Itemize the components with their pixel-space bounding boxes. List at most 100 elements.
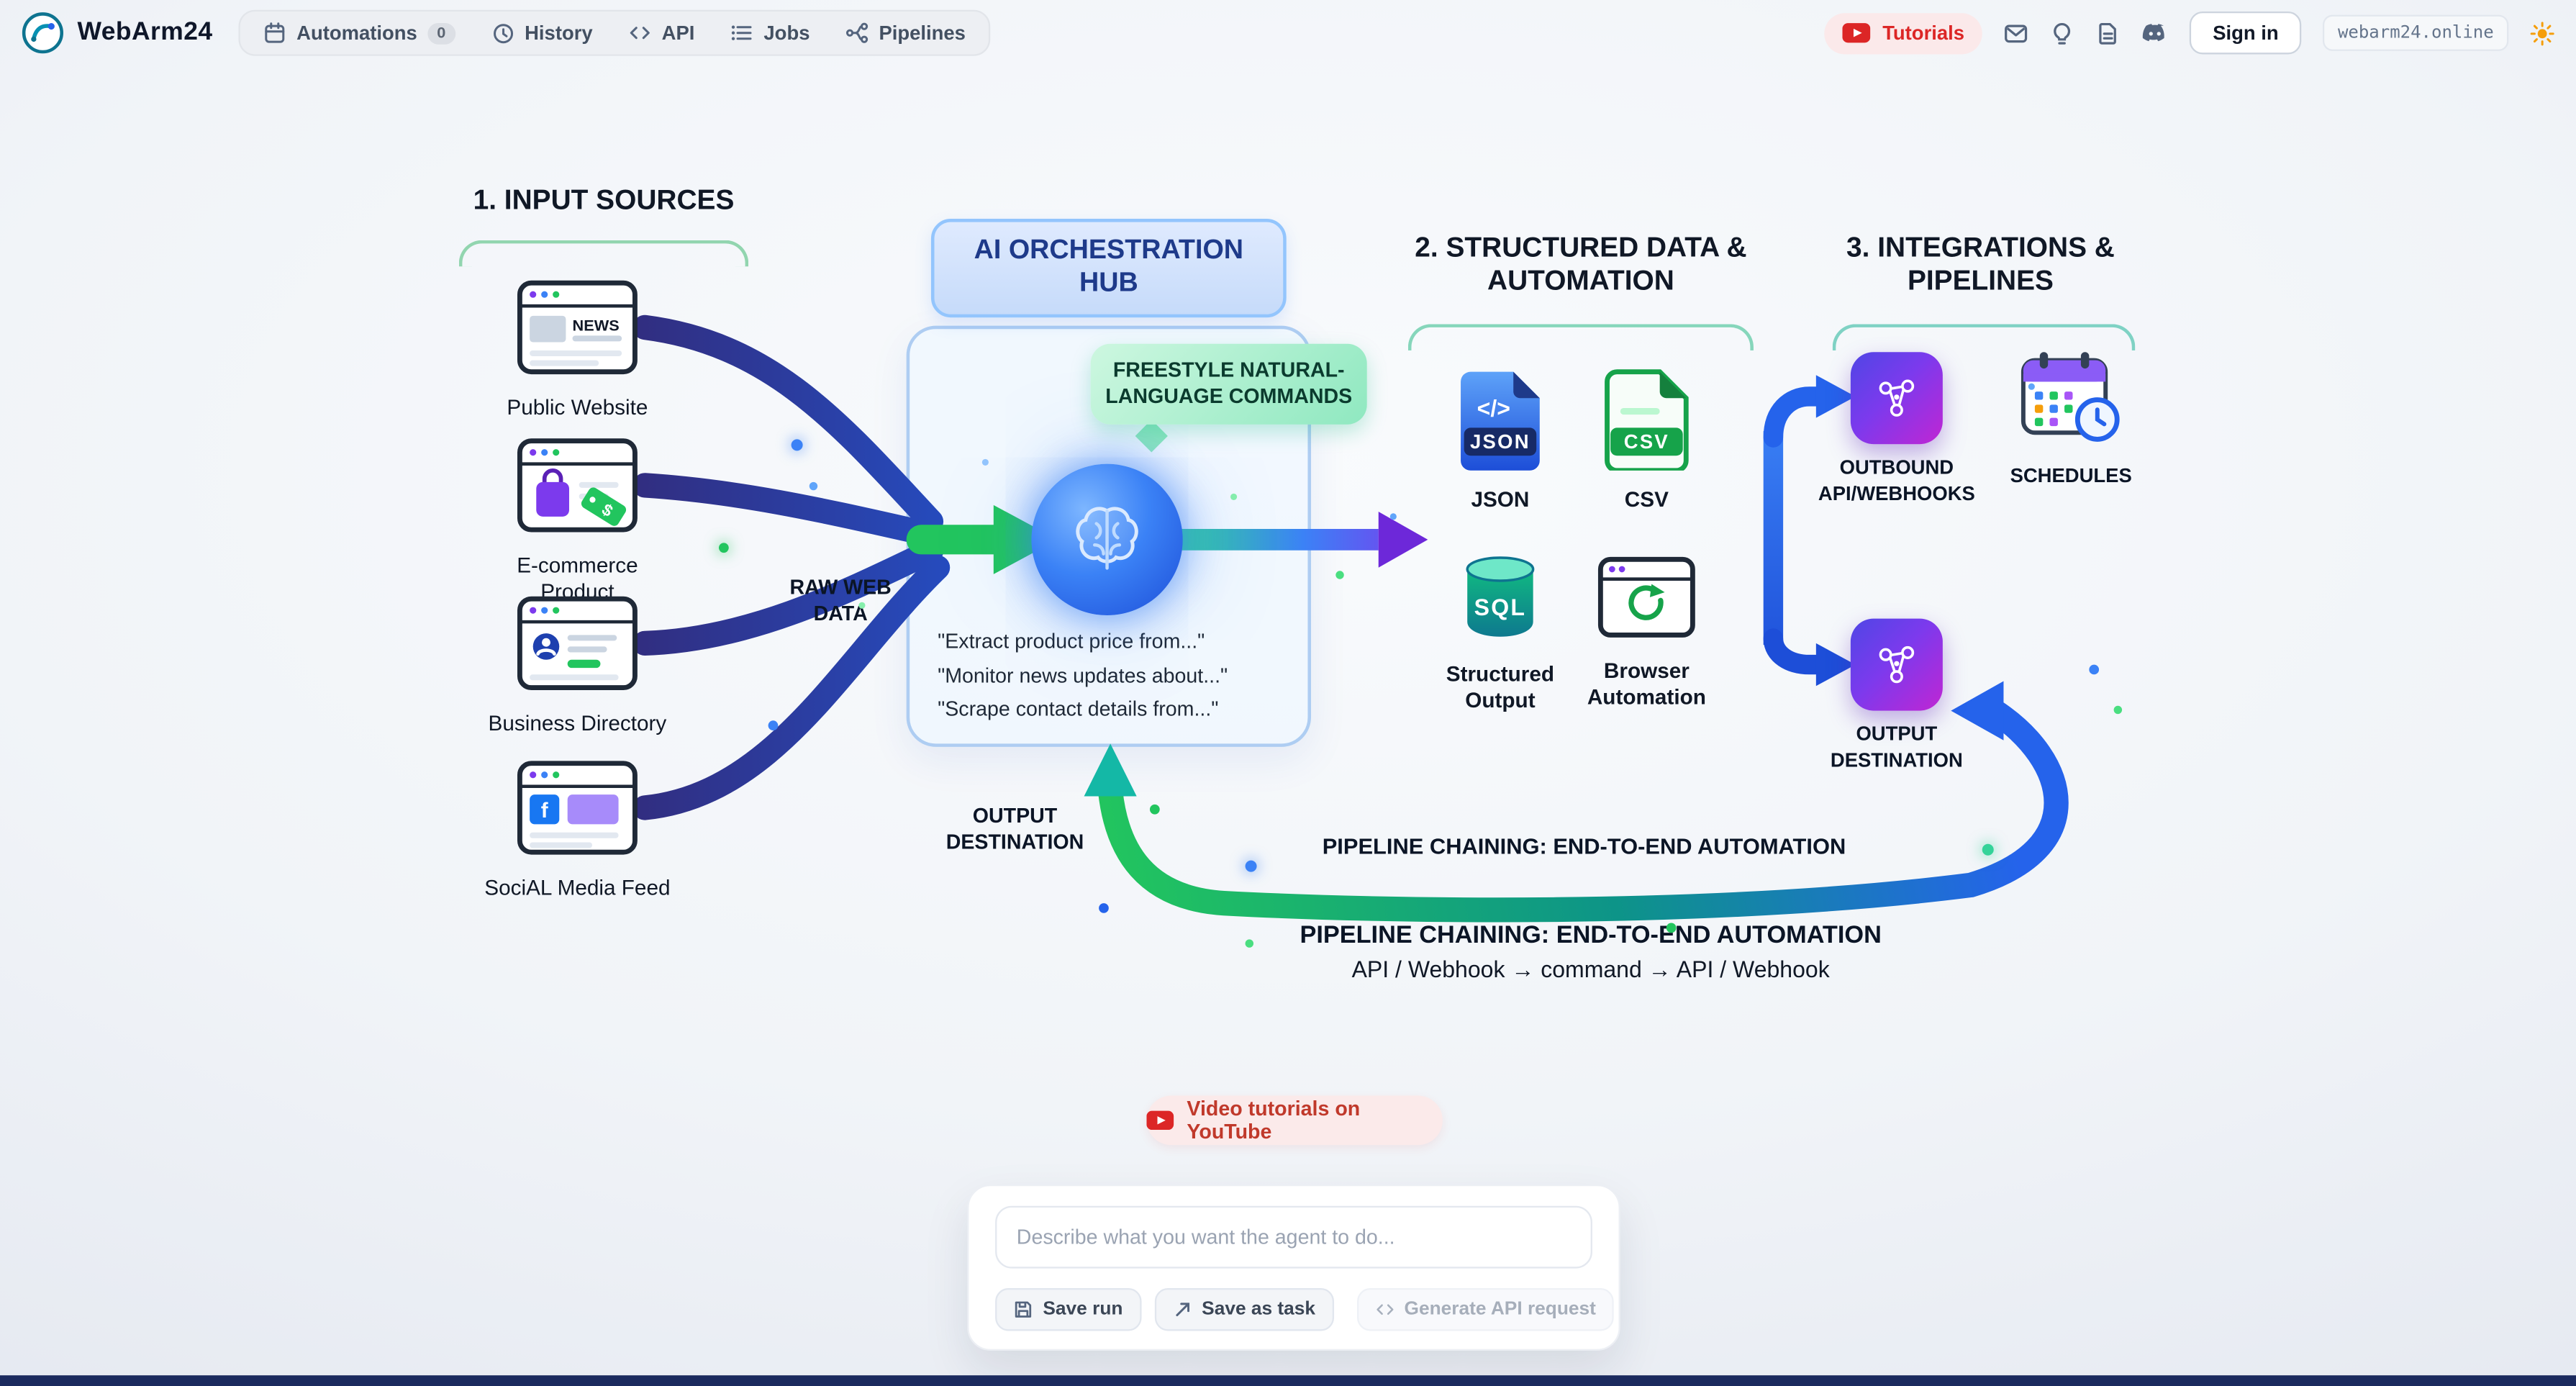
pipeline-arrow-label: PIPELINE CHAINING: END-TO-END AUTOMATION [1322, 834, 1846, 859]
source-business-directory: Business Directory [477, 596, 678, 737]
json-file-icon: </> JSON [1461, 371, 1540, 471]
structured-browser-automation: Browser Automation [1581, 556, 1713, 712]
document-icon[interactable] [2096, 21, 2121, 45]
decor-dot [1245, 860, 1257, 872]
nav-item-automations[interactable]: Automations 0 [248, 13, 472, 53]
discord-icon[interactable] [2142, 22, 2169, 44]
decor-dot [2028, 383, 2035, 390]
nav-item-api[interactable]: API [612, 13, 711, 53]
decor-dot [719, 543, 729, 553]
tutorials-label: Tutorials [1882, 21, 1964, 45]
pipeline-chaining-caption: PIPELINE CHAINING: END-TO-END AUTOMATION… [1179, 921, 2002, 982]
nav-label: API [661, 21, 695, 45]
agent-composer: Save run Save as task Generate API reque… [967, 1184, 1620, 1351]
structured-sql: SQL Structured Output [1434, 553, 1566, 715]
source-social-media: f SociAL Media Feed [477, 760, 678, 901]
mail-icon[interactable] [2004, 21, 2028, 45]
nav-item-jobs[interactable]: Jobs [715, 13, 826, 53]
csv-file-icon: CSV [1605, 369, 1689, 471]
integrations-title: 3. INTEGRATIONS & PIPELINES [1846, 232, 2115, 296]
calendar-clock-icon [2021, 352, 2120, 442]
sql-database-icon: SQL [1466, 556, 1535, 637]
network-node-icon [1850, 618, 1943, 711]
brand[interactable]: WebArm24 [22, 12, 213, 54]
nav-item-history[interactable]: History [476, 13, 609, 53]
tutorials-button[interactable]: Tutorials [1825, 12, 1983, 54]
decor-dot [1666, 923, 1677, 933]
footer-strip [0, 1375, 2576, 1386]
main-nav: Automations 0 History API Jobs Pipelines [239, 9, 991, 56]
topbar: WebArm24 Automations 0 History API Jobs [0, 0, 2576, 65]
agent-task-input[interactable] [995, 1205, 1592, 1269]
integration-label: SCHEDULES [2010, 463, 2132, 487]
decor-dot [1335, 571, 1344, 579]
decor-dot [1982, 843, 1994, 856]
code-icon [630, 27, 650, 40]
save-as-task-button[interactable]: Save as task [1153, 1287, 1334, 1331]
command-quote: "Scrape contact details from..." [938, 697, 1219, 721]
integration-label: OUTPUT DESTINATION [1830, 722, 1963, 771]
pipeline-title: PIPELINE CHAINING: END-TO-END AUTOMATION [1300, 921, 1882, 950]
input-sources-title: 1. INPUT SOURCES [473, 184, 735, 216]
decor-dot [1149, 804, 1160, 815]
integration-outbound: OUTBOUND API/WEBHOOKS [1818, 352, 1975, 507]
arrow-diagonal-icon [1175, 1302, 1189, 1315]
svg-text:CSV: CSV [1624, 430, 1669, 453]
save-run-button[interactable]: Save run [995, 1287, 1141, 1331]
social-browser-icon: f [517, 761, 638, 855]
decor-dot [981, 458, 989, 466]
ai-brain-icon [1031, 463, 1183, 616]
save-as-task-label: Save as task [1202, 1298, 1316, 1319]
source-label: Public Website [507, 394, 648, 420]
source-public-website: NEWS Public Website [477, 280, 678, 421]
structured-label: Structured Output [1446, 661, 1555, 713]
pipeline-subtitle: API / Webhook → command → API / Webhook [1351, 956, 1830, 982]
structured-label: Browser Automation [1587, 658, 1706, 710]
video-tutorials-button[interactable]: Video tutorials on YouTube [1146, 1095, 1443, 1146]
sign-in-button[interactable]: Sign in [2190, 12, 2302, 55]
domain-badge[interactable]: webarm24.online [2323, 14, 2509, 51]
freestyle-commands-box: FREESTYLE NATURAL-LANGUAGE COMMANDS [1090, 343, 1367, 424]
integrations-bracket [1832, 324, 2136, 350]
nav-label: Jobs [763, 21, 810, 45]
svg-text:</>: </> [1477, 395, 1510, 421]
network-node-icon [1850, 352, 1943, 445]
nav-item-pipelines[interactable]: Pipelines [830, 13, 982, 53]
source-label: SociAL Media Feed [484, 875, 671, 900]
integration-output-destination: OUTPUT DESTINATION [1829, 618, 1964, 774]
brand-name: WebArm24 [77, 18, 213, 47]
youtube-icon [1843, 23, 1872, 43]
decor-dot [1099, 903, 1109, 913]
save-icon [1015, 1300, 1032, 1317]
command-quote: "Extract product price from..." [938, 630, 1205, 653]
structured-title: 2. STRUCTURED DATA & AUTOMATION [1415, 232, 1747, 296]
nav-label: Pipelines [879, 21, 966, 45]
ecommerce-browser-icon: $ [517, 438, 638, 533]
raw-web-data-label: RAW WEB DATA [789, 576, 892, 625]
hub-output-destination-label: OUTPUT DESTINATION [945, 804, 1084, 853]
directory-browser-icon [517, 596, 638, 691]
composer-actions: Save run Save as task Generate API reque… [995, 1287, 1615, 1331]
structured-csv: CSV CSV [1581, 368, 1713, 514]
lightbulb-icon[interactable] [2050, 21, 2074, 45]
structured-json: </> JSON JSON [1434, 368, 1566, 514]
calendar-icon [265, 22, 285, 43]
integration-label: OUTBOUND API/WEBHOOKS [1818, 456, 1975, 504]
svg-text:f: f [541, 799, 548, 823]
structured-label: CSV [1624, 486, 1669, 512]
save-run-label: Save run [1043, 1298, 1123, 1319]
freestyle-text: FREESTYLE NATURAL-LANGUAGE COMMANDS [1105, 358, 1353, 409]
hub-title-text: AI ORCHESTRATION HUB [974, 235, 1244, 298]
integration-schedules: SCHEDULES [2000, 349, 2142, 490]
generate-api-request-button[interactable]: Generate API request [1356, 1287, 1615, 1331]
news-browser-icon: NEWS [517, 280, 638, 375]
sun-icon[interactable] [2530, 21, 2554, 45]
code-icon [1376, 1303, 1393, 1314]
decor-dot [858, 602, 866, 609]
hub-title: AI ORCHESTRATION HUB [930, 219, 1287, 318]
nav-label: History [525, 21, 593, 45]
clock-icon [493, 24, 513, 44]
decor-dot [1389, 513, 1397, 520]
